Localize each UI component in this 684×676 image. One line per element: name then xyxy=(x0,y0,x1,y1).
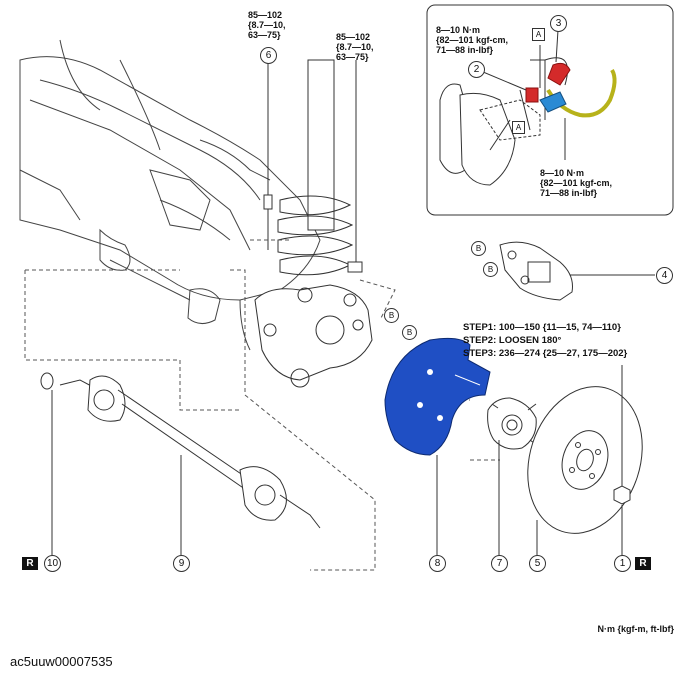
torque-line: 63—75} xyxy=(336,52,369,62)
inset-torque-bottom: 8—10 N·m {82—101 kgf-cm, 71—88 in-lbf} xyxy=(540,168,612,198)
replace-marker: R xyxy=(635,557,651,570)
torque-label-bolt-6: 85—102 {8.7—10, 63—75} xyxy=(248,10,286,40)
snap-ring xyxy=(40,372,54,390)
part-number-10: 10 xyxy=(44,555,61,572)
dust-shield xyxy=(384,337,491,456)
step-2-text: STEP2: LOOSEN 180° xyxy=(463,335,562,346)
part-number-8: 8 xyxy=(429,555,446,572)
upper-bolts xyxy=(263,72,363,273)
torque-line: {82—101 kgf-cm, xyxy=(436,35,509,45)
torque-line: {82—101 kgf-cm, xyxy=(540,178,613,188)
step-3-text: STEP3: 236—274 {25—27, 175—202} xyxy=(463,348,628,359)
shock-absorber xyxy=(277,59,354,276)
part-number-1: 1 xyxy=(614,555,631,572)
part-number-9: 9 xyxy=(173,555,190,572)
replace-marker: R xyxy=(22,557,38,570)
part-number-7: 7 xyxy=(491,555,508,572)
reference-b-knuckle-lower: B xyxy=(402,325,417,340)
brake-disc xyxy=(527,386,643,534)
reference-b-knuckle-upper: B xyxy=(384,308,399,323)
inset-brake-detail xyxy=(439,45,617,186)
torque-line: 8—10 N·m xyxy=(436,25,481,35)
brake-caliper xyxy=(499,241,655,301)
image-code: ac5uuw00007535 xyxy=(10,654,113,669)
inset-frame xyxy=(426,4,674,216)
steering-knuckle xyxy=(254,284,373,388)
reference-a-inner: A xyxy=(512,121,525,134)
reference-b-caliper-upper: B xyxy=(471,241,486,256)
inset-torque-top: 8—10 N·m {82—101 kgf-cm, 71—88 in-lbf} xyxy=(436,25,508,55)
rear-subframe xyxy=(19,39,321,351)
part-number-3: 3 xyxy=(550,15,567,32)
reference-b-caliper-lower: B xyxy=(483,262,498,277)
torque-line: {8.7—10, xyxy=(248,20,286,30)
torque-line: 85—102 xyxy=(248,10,283,20)
torque-line: {8.7—10, xyxy=(336,42,374,52)
drive-shaft xyxy=(59,375,321,529)
part-number-6: 6 xyxy=(260,47,277,64)
wheel-hub xyxy=(487,397,539,450)
hub-nut xyxy=(613,485,631,505)
torque-label-shock-bolt: 85—102 {8.7—10, 63—75} xyxy=(336,32,374,62)
torque-line: 71—88 in-lbf} xyxy=(436,45,494,55)
torque-units: N·m {kgf-m, ft-lbf} xyxy=(597,624,675,634)
part-number-4: 4 xyxy=(656,267,673,284)
part-number-2: 2 xyxy=(468,61,485,78)
part-number-5: 5 xyxy=(529,555,546,572)
torque-line: 71—88 in-lbf} xyxy=(540,188,598,198)
torque-line: 63—75} xyxy=(248,30,281,40)
step-1-text: STEP1: 100—150 {11—15, 74—110} xyxy=(463,322,621,333)
torque-line: 8—10 N·m xyxy=(540,168,585,178)
torque-line: 85—102 xyxy=(336,32,371,42)
reference-a-top: A xyxy=(532,28,545,41)
